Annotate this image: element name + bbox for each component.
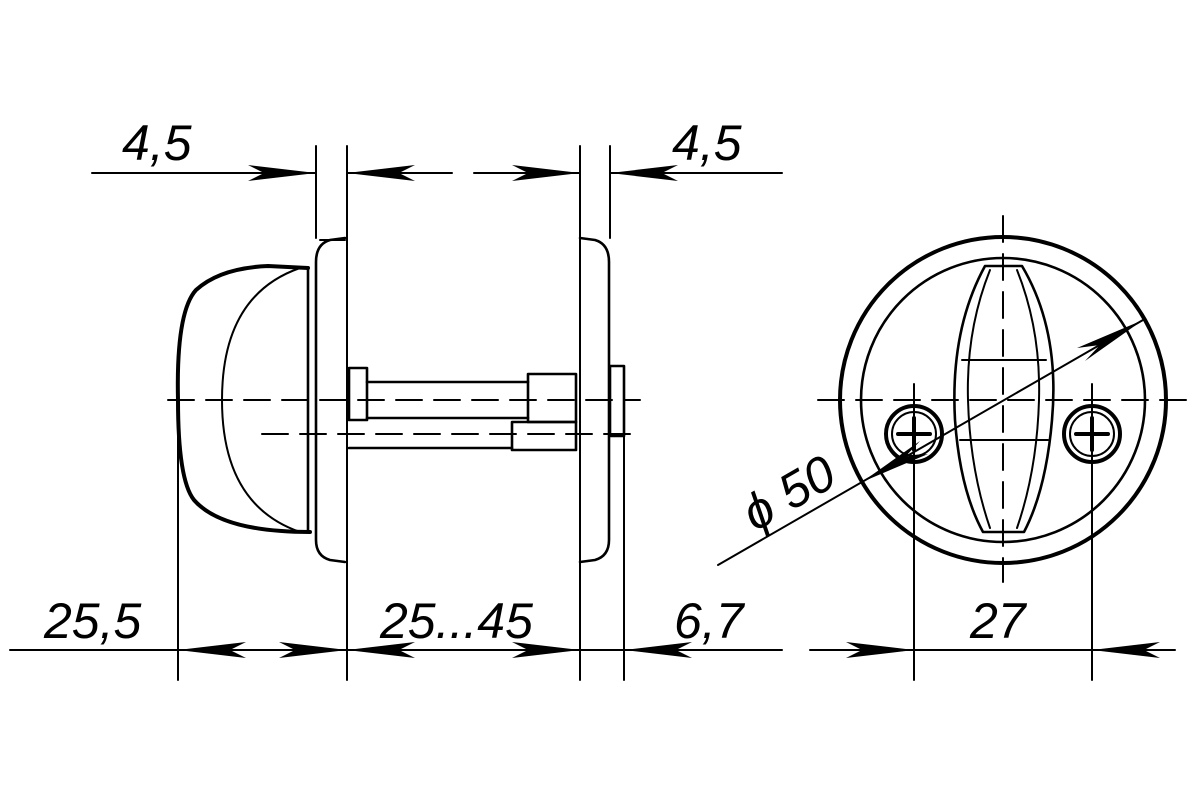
- arrow-diameter-start: [862, 441, 928, 482]
- turn-lever-inner: [966, 269, 991, 529]
- dim-label-knob: 25,5: [43, 593, 142, 649]
- screw-right-head: [1062, 404, 1122, 464]
- screw-left-head: [884, 404, 944, 464]
- arrow-screw-right: [1092, 642, 1160, 658]
- phillips-left-icon: [896, 416, 932, 452]
- front-view: ϕ 50: [717, 215, 1193, 583]
- spindle-left-collar: [347, 366, 369, 422]
- tailpiece-block: [510, 420, 578, 452]
- diameter-leader-line: [717, 319, 1144, 566]
- bottom-dimensions: 25,5 25...45 6,7 27: [9, 593, 1176, 658]
- turn-lever-outer: [953, 264, 1055, 534]
- arrow-door-right: [512, 642, 580, 658]
- arrow-spindle-end: [624, 642, 692, 658]
- top-dimensions: 4,5 4,5: [91, 115, 783, 181]
- arrow-top-left-b: [347, 165, 415, 181]
- arrow-top-right-b: [610, 165, 678, 181]
- arrow-diameter-end: [1077, 320, 1143, 361]
- left-rosette: [314, 236, 347, 564]
- dim-label-spindle: 6,7: [674, 593, 746, 649]
- screw-left: [884, 404, 944, 464]
- dim-label-diameter: ϕ 50: [733, 444, 845, 541]
- dim-label-screw-spacing: 27: [969, 593, 1028, 649]
- dim-label-top-left: 4,5: [122, 115, 192, 171]
- screw-right-rim: [1069, 411, 1115, 457]
- arrow-screw-left: [846, 642, 914, 658]
- arrow-top-right-a: [512, 165, 580, 181]
- extension-lines: [177, 145, 1093, 681]
- arrow-door-left: [347, 642, 415, 658]
- spindle-right-block: [526, 372, 578, 424]
- dim-label-top-right: 4,5: [672, 115, 742, 171]
- spindle-end-stub: [608, 364, 626, 438]
- dim-label-door-range: 25...45: [379, 593, 533, 649]
- arrow-knob-right: [279, 642, 347, 658]
- screw-right: [1062, 404, 1122, 464]
- arrow-top-left-a: [248, 165, 316, 181]
- phillips-right-icon: [1074, 416, 1110, 452]
- turn-lever-inner-right: [1016, 269, 1041, 529]
- arrow-knob-left: [178, 642, 246, 658]
- side-view: [167, 236, 641, 564]
